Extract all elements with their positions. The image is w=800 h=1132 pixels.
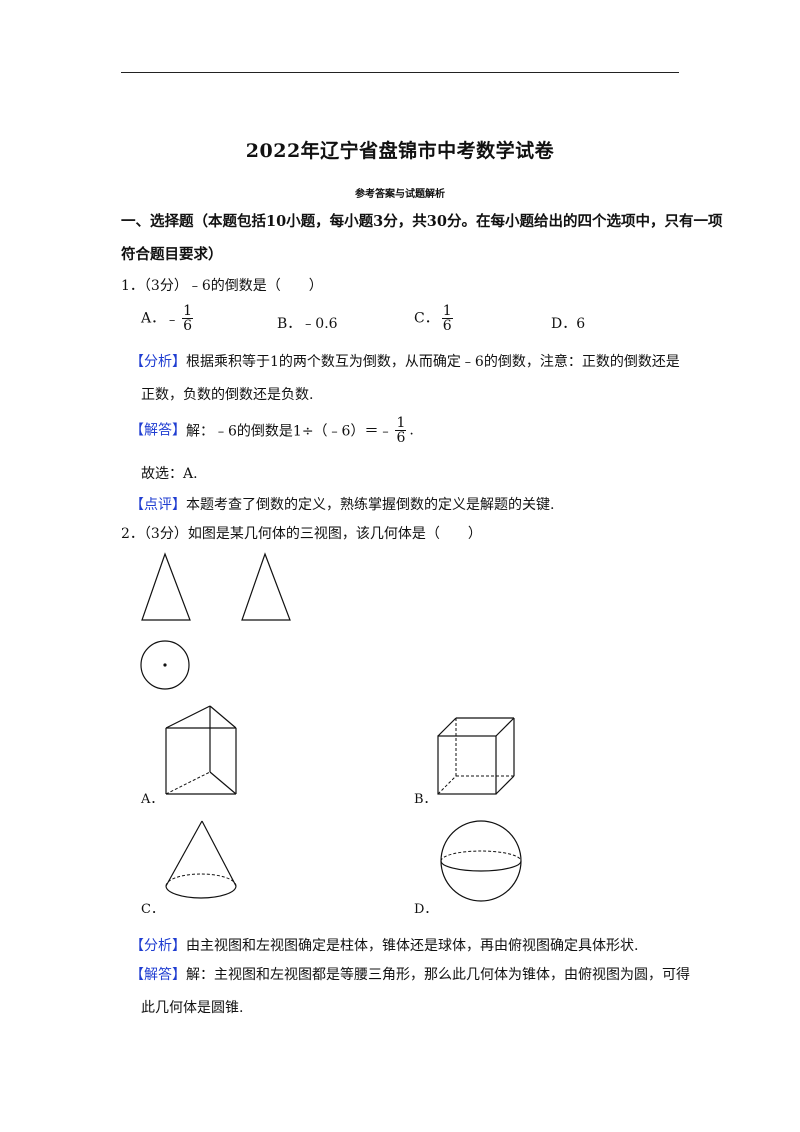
fraction-bar xyxy=(395,430,407,431)
option-a-triangular-prism-figure xyxy=(165,705,237,795)
comment-tag: 【点评】 xyxy=(130,497,186,513)
comment-text: 本题考查了倒数的定义，熟练掌握倒数的定义是解题的关键. xyxy=(186,497,555,513)
answer-text: 解：主视图和左视图都是等腰三角形，那么此几何体为锥体，由俯视图为圆，可得 xyxy=(186,967,690,983)
fraction-numerator: 1 xyxy=(442,303,452,319)
q1-stem: 1．（3分）﹣6的倒数是（ ） xyxy=(121,278,323,294)
option-c-cone-figure xyxy=(165,820,237,899)
answer-tag: 【解答】 xyxy=(130,967,186,983)
section-heading-line2: 符合题目要求） xyxy=(121,246,223,263)
q1-analysis-line2: 正数，负数的倒数还是负数. xyxy=(141,387,314,403)
analysis-tag: 【分析】 xyxy=(130,354,186,370)
q1-option-c-label: C． xyxy=(414,310,439,327)
fraction-bar xyxy=(182,318,194,319)
q1-option-d: D．6 xyxy=(551,316,586,332)
header-rule xyxy=(121,72,679,73)
option-c-label: C． xyxy=(141,902,164,917)
q1-option-b: B．﹣0.6 xyxy=(277,316,338,332)
q1-choice: 故选：A. xyxy=(141,466,198,482)
q1-comment: 【点评】本题考查了倒数的定义，熟练掌握倒数的定义是解题的关键. xyxy=(130,494,554,514)
analysis-text: 根据乘积等于1的两个数互为倒数，从而确定﹣6的倒数，注意：正数的倒数还是 xyxy=(186,354,680,370)
top-view-circle xyxy=(140,640,190,690)
option-b-label: B． xyxy=(414,792,437,807)
answer-end: . xyxy=(409,422,414,439)
option-b-cube-figure xyxy=(437,717,515,795)
option-d-label: D． xyxy=(414,902,438,917)
q2-stem: 2．（3分）如图是某几何体的三视图，该几何体是（ ） xyxy=(121,526,482,542)
q2-analysis: 【分析】由主视图和左视图确定是柱体，锥体还是球体，再由俯视图确定具体形状. xyxy=(130,935,638,955)
q1-option-a-label: A． xyxy=(141,310,166,327)
fraction-denominator: 6 xyxy=(183,318,193,334)
analysis-tag: 【分析】 xyxy=(130,938,186,954)
exam-subtitle: 参考答案与试题解析 xyxy=(355,189,445,200)
option-d-sphere-figure xyxy=(440,820,522,902)
front-view-triangle xyxy=(141,552,191,621)
q2-answer-line2: 此几何体是圆锥. xyxy=(141,1000,244,1016)
fraction-denominator: 6 xyxy=(442,318,452,334)
fraction-numerator: 1 xyxy=(396,415,406,431)
q1-analysis-line1: 【分析】根据乘积等于1的两个数互为倒数，从而确定﹣6的倒数，注意：正数的倒数还是 xyxy=(130,351,680,371)
answer-text: 解：﹣6的倒数是1÷（﹣6）＝﹣ xyxy=(186,423,393,440)
q2-answer-line1: 【解答】解：主视图和左视图都是等腰三角形，那么此几何体为锥体，由俯视图为圆，可得 xyxy=(130,964,690,984)
option-a-label: A． xyxy=(141,792,164,807)
side-view-triangle xyxy=(241,552,291,621)
fraction-numerator: 1 xyxy=(183,303,193,319)
section-heading-line1: 一、选择题（本题包括10小题，每小题3分，共30分。在每小题给出的四个选项中，只… xyxy=(121,213,723,230)
exam-title: 2022年辽宁省盘锦市中考数学试卷 xyxy=(245,140,555,162)
q1-option-a-sign: ﹣ xyxy=(165,311,180,328)
fraction-denominator: 6 xyxy=(396,430,406,446)
answer-tag: 【解答】 xyxy=(130,422,186,439)
analysis-text: 由主视图和左视图确定是柱体，锥体还是球体，再由俯视图确定具体形状. xyxy=(186,938,639,954)
fraction-bar xyxy=(441,318,453,319)
